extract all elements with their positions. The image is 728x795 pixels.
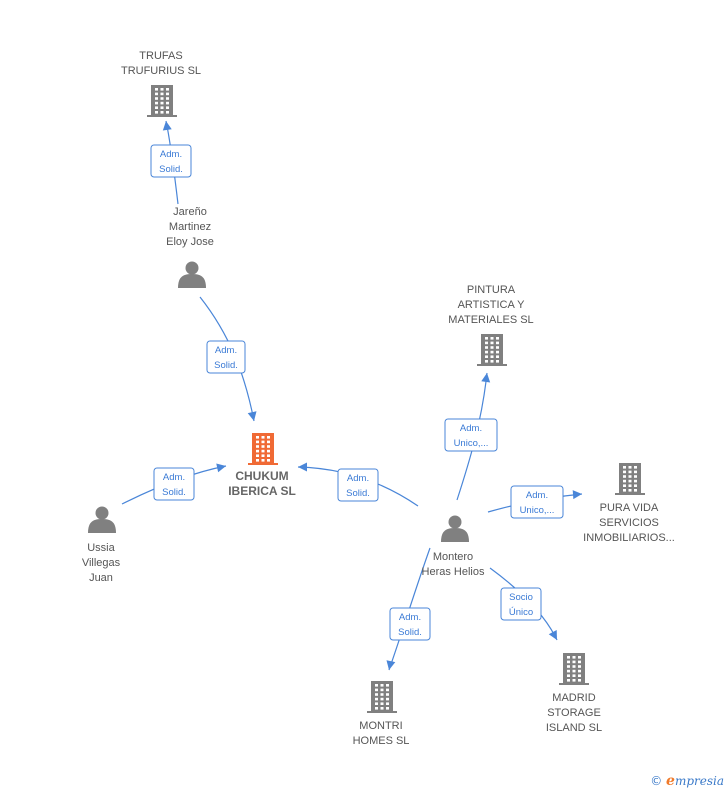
node-label-line: ISLAND SL [546,722,602,734]
node-label-line: PINTURA [467,284,516,296]
arrowhead-icon [386,660,396,670]
node-pintura[interactable]: PINTURA ARTISTICA Y MATERIALES SL [448,284,534,366]
arrowhead-icon [247,411,257,421]
node-label-line: PURA VIDA [600,502,659,514]
edge-montero-puravida: Adm. Unico,... [487,485,583,519]
edge-label-line: Unico,... [454,438,489,449]
brand-logo-text: mpresia [674,774,724,788]
node-label-line: Ussia [87,542,115,554]
node-label-line: IBERICA SL [228,484,296,498]
node-label-line: ARTISTICA Y [458,299,526,311]
node-trufas[interactable]: TRUFAS TRUFURIUS SL [121,50,201,117]
arrowhead-icon [572,490,582,500]
node-montri[interactable]: MONTRI HOMES SL [353,681,410,747]
edge-jareno-trufas: Adm. Solid. [150,120,192,205]
edge-label-line: Unico,... [520,505,555,516]
node-label-line: Jareño [173,206,207,218]
node-puravida[interactable]: PURA VIDA SERVICIOS INMOBILIARIOS... [583,463,675,544]
edge-montero-pintura: Adm. Unico,... [444,372,498,501]
edge-montero-montri: Adm. Solid. [386,547,431,671]
node-label-line: MATERIALES SL [448,314,533,326]
node-label-line: Villegas [82,557,121,569]
node-label-line: MONTRI [359,720,402,732]
building-icon[interactable] [248,433,278,465]
edge-label-line: Adm. [160,149,182,160]
edge-label-box[interactable] [444,418,498,452]
node-label-line: Martinez [169,221,211,233]
building-icon[interactable] [147,85,177,117]
edge-label-line: Adm. [163,472,185,483]
edge-label-line: Adm. [460,423,482,434]
node-madrid[interactable]: MADRID STORAGE ISLAND SL [546,653,602,734]
node-label-line: TRUFURIUS SL [121,65,201,77]
arrowhead-icon [298,462,307,472]
node-label-line: STORAGE [547,707,601,719]
arrowhead-icon [548,629,557,640]
edge-label-line: Solid. [162,487,186,498]
edge-label-box[interactable] [206,340,246,374]
edge-label-line: Adm. [347,473,369,484]
node-label-line: HOMES SL [353,735,410,747]
arrowhead-icon [162,121,172,131]
node-label-line: CHUKUM [235,469,288,483]
edge-label-line: Adm. [215,345,237,356]
person-icon[interactable] [88,506,116,534]
node-label-line: Eloy Jose [166,236,214,248]
building-icon[interactable] [477,334,507,366]
node-label-line: Juan [89,572,113,584]
edge-label-box[interactable] [500,587,542,621]
edge-label-line: Solid. [346,488,370,499]
arrowhead-icon [216,463,226,473]
node-label-line: TRUFAS [139,50,182,62]
node-label-line: Montero [433,551,473,563]
edge-montero-chukum: Adm. Solid. [297,462,419,507]
edge-label-box[interactable] [150,144,192,178]
edge-ussia-chukum: Adm. Solid. [121,463,227,505]
edge-label-line: Socio [509,592,533,603]
edge-label-line: Adm. [526,490,548,501]
building-icon[interactable] [615,463,645,495]
edge-label-line: Solid. [159,164,183,175]
edge-label-line: Solid. [214,360,238,371]
person-icon[interactable] [441,515,469,543]
edge-jareno-chukum: Adm. Solid. [199,296,257,422]
brand-footer: © empresia [650,773,724,789]
edge-label-box[interactable] [389,607,431,641]
person-icon[interactable] [178,261,206,289]
node-label-line: INMOBILIARIOS... [583,532,675,544]
node-label-line: SERVICIOS [599,517,659,529]
edge-label-line: Adm. [399,612,421,623]
edge-label-line: Único [509,607,533,618]
edge-label-box[interactable] [153,467,195,501]
edge-label-box[interactable] [510,485,564,519]
edge-label-line: Solid. [398,627,422,638]
brand-logo-e: e [666,773,675,789]
arrowhead-icon [481,373,491,383]
node-label-line: MADRID [552,692,595,704]
node-label-line: Heras Helios [422,566,485,578]
building-icon[interactable] [559,653,589,685]
edge-label-box[interactable] [337,468,379,502]
copyright-symbol: © [650,774,663,788]
building-icon[interactable] [367,681,397,713]
